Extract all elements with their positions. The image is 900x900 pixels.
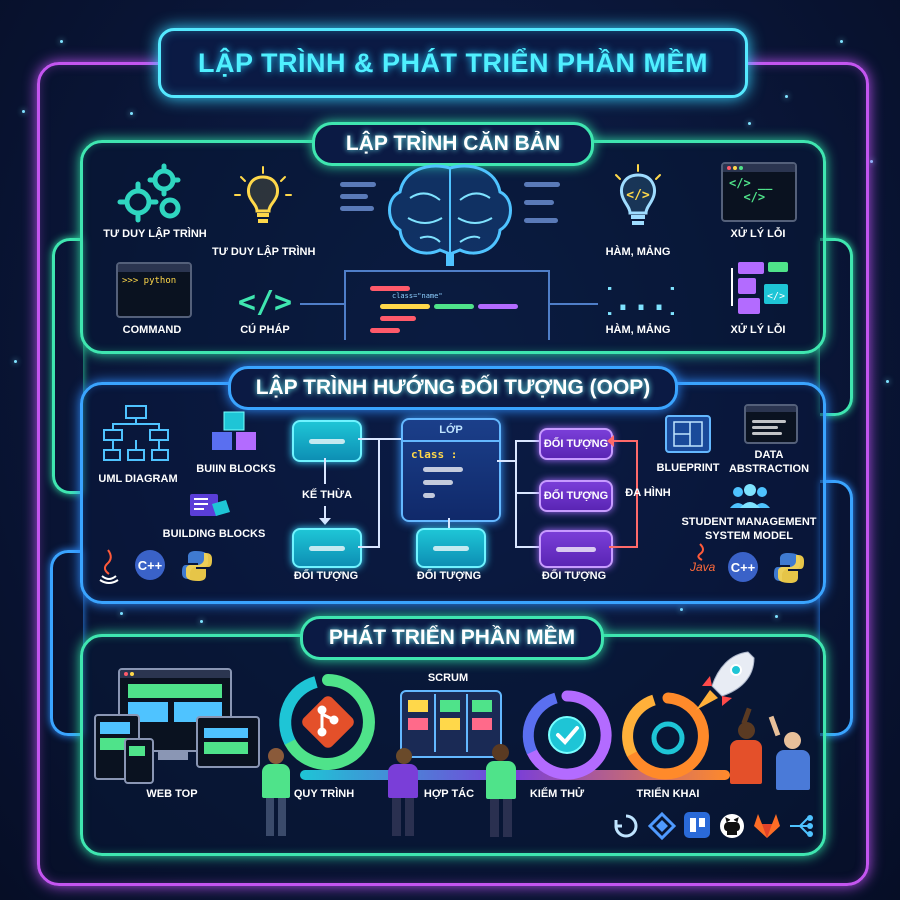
section3-heading: PHÁT TRIỂN PHẦN MỀM bbox=[300, 616, 604, 660]
label-scrum: SCRUM bbox=[427, 672, 469, 684]
object-box-1 bbox=[292, 528, 362, 568]
gitlab-icon bbox=[754, 814, 780, 838]
laptop-icon bbox=[196, 716, 260, 768]
item-student-management: STUDENT MANAGEMENT SYSTEM MODEL bbox=[681, 516, 817, 542]
code-bulb-icon: </> bbox=[615, 164, 661, 225]
connector-right-1 bbox=[820, 238, 853, 416]
label-polymorphism: ĐA HÌNH bbox=[625, 487, 671, 499]
main-title: LẬP TRÌNH & PHÁT TRIỂN PHẦN MỀM bbox=[197, 47, 708, 78]
trello-icon bbox=[684, 812, 710, 838]
item-thinking-2: TƯ DUY LẬP TRÌNH bbox=[212, 246, 316, 258]
gears-icon bbox=[117, 163, 181, 223]
java-label: Java bbox=[690, 560, 716, 574]
java-cup-icon bbox=[697, 543, 704, 561]
svg-text:</>: </> bbox=[238, 285, 292, 318]
label-deploy: TRIỂN KHAI bbox=[636, 788, 700, 800]
git-cycle-icon bbox=[279, 674, 375, 770]
java-icon bbox=[99, 549, 119, 584]
blocks-icon bbox=[212, 411, 256, 450]
item-error-handling-1: XỬ LÝ LỖI bbox=[730, 228, 786, 240]
section-basic-programming bbox=[80, 140, 826, 354]
connector-left-2 bbox=[50, 550, 83, 736]
section1-heading: LẬP TRÌNH CĂN BẢN bbox=[312, 122, 594, 166]
label-collab: HỢP TÁC bbox=[423, 788, 475, 800]
class-code: class : bbox=[411, 448, 458, 461]
label-inherit: KẾ THỪA bbox=[301, 489, 353, 501]
inherit-box bbox=[292, 420, 362, 462]
svg-text:</>: </> bbox=[626, 188, 650, 203]
pipeline-icon bbox=[790, 815, 813, 837]
python-icon-right bbox=[774, 553, 804, 583]
braces-icon: {...} bbox=[608, 283, 674, 318]
object-box-4: ĐỐI TƯỢNG bbox=[539, 480, 613, 512]
object-box-5 bbox=[539, 530, 613, 568]
connector-left-1 bbox=[52, 238, 83, 494]
code-snippet: class="name" bbox=[350, 282, 546, 342]
label-object-3: ĐỐI TƯỢNG bbox=[541, 570, 607, 582]
item-uml-diagram: UML DIAGRAM bbox=[98, 473, 178, 485]
class-box: LỚP class : bbox=[401, 418, 501, 522]
phone-icon bbox=[124, 738, 154, 784]
label-test: KIỂM THỬ bbox=[529, 788, 585, 800]
svg-text:</>: </> bbox=[767, 291, 785, 302]
rocket-icon bbox=[696, 651, 755, 710]
person-3 bbox=[486, 761, 516, 799]
item-building-blocks: BUILDING BLOCKS bbox=[162, 528, 266, 540]
users-icon bbox=[730, 484, 770, 508]
label-object-2: ĐỐI TƯỢNG bbox=[416, 570, 482, 582]
person-4 bbox=[730, 740, 762, 784]
label-process: QUY TRÌNH bbox=[293, 788, 355, 800]
item-syntax: CÚ PHÁP bbox=[240, 324, 290, 336]
building-blocks-icon bbox=[190, 494, 230, 516]
item-thinking-1: TƯ DUY LẬP TRÌNH bbox=[103, 228, 207, 240]
python-terminal-icon: >>> python bbox=[116, 262, 192, 318]
object-box-2 bbox=[416, 528, 486, 568]
object-box-3: ĐỐI TƯỢNG bbox=[539, 428, 613, 460]
class-title: LỚP bbox=[439, 424, 463, 436]
cycle-icon bbox=[614, 814, 638, 838]
person-5 bbox=[776, 750, 810, 790]
blueprint-icon bbox=[665, 415, 711, 453]
cpp-icon-right: C++ bbox=[728, 552, 758, 582]
scrum-board bbox=[400, 690, 502, 758]
item-data-abstraction: DATA ABSTRACTION bbox=[728, 449, 810, 475]
flow-blocks-icon: </> bbox=[731, 262, 788, 314]
test-cycle-icon bbox=[522, 690, 612, 780]
github-icon bbox=[720, 814, 744, 838]
deploy-cycle-icon bbox=[622, 692, 709, 780]
item-buiin-blocks: BUIIN BLOCKS bbox=[196, 463, 276, 475]
item-command: COMMAND bbox=[122, 324, 182, 336]
uml-diagram-icon bbox=[103, 405, 169, 461]
main-title-box: LẬP TRÌNH & PHÁT TRIỂN PHẦN MỀM bbox=[158, 28, 748, 98]
svg-text:{...}: {...} bbox=[608, 283, 674, 318]
python-icon bbox=[182, 551, 212, 581]
cpp-icon: C++ bbox=[135, 550, 165, 580]
person-2 bbox=[388, 764, 418, 798]
lightbulb-icon bbox=[234, 166, 292, 223]
jira-icon bbox=[648, 812, 676, 840]
code-tag-icon: </> bbox=[238, 285, 292, 318]
item-function-array-2: HÀM, MẢNG bbox=[605, 324, 671, 336]
label-object-1: ĐỐI TƯỢNG bbox=[293, 570, 359, 582]
label-webtop: WEB TOP bbox=[146, 788, 198, 800]
item-error-handling-2: XỬ LÝ LỖI bbox=[730, 324, 786, 336]
connector-right-2 bbox=[820, 480, 853, 736]
item-function-array-1: HÀM, MẢNG bbox=[605, 246, 671, 258]
terminal-window-icon: </> __ </> bbox=[721, 162, 797, 222]
person-1 bbox=[262, 764, 290, 798]
item-blueprint: BLUEPRINT bbox=[656, 462, 720, 474]
code-attr: class="name" bbox=[392, 292, 443, 300]
section2-heading: LẬP TRÌNH HƯỚNG ĐỐI TƯỢNG (OOP) bbox=[228, 366, 678, 410]
brain-circuit-icon bbox=[388, 164, 512, 266]
terminal-text: >>> python bbox=[122, 276, 177, 286]
data-abstraction-icon bbox=[744, 404, 798, 444]
